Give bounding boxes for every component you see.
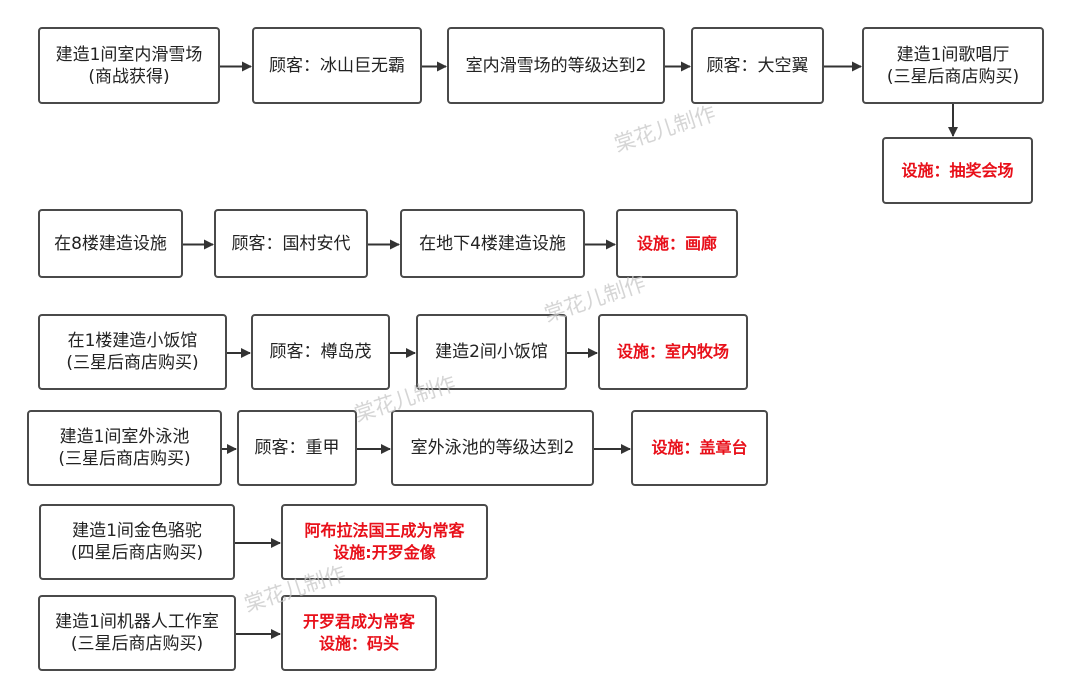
step-node: 建造1间歌唱厅(三星后商店购买) [862, 27, 1044, 104]
step-node: 室外泳池的等级达到2 [391, 410, 594, 486]
step-node: 在1楼建造小饭馆(三星后商店购买) [38, 314, 227, 390]
node-text-line: 建造1间室外泳池 [59, 427, 190, 447]
node-text-line: 开罗君成为常客 [302, 612, 415, 631]
step-node: 顾客：大空翼 [691, 27, 824, 104]
node-text-line: 设施：室内牧场 [616, 342, 729, 361]
node-text-line: 建造2间小饭馆 [435, 342, 548, 362]
node-text-line: 顾客：国村安代 [231, 233, 351, 254]
node-text-line: 建造1间机器人工作室 [55, 612, 219, 632]
step-node: 建造1间室内滑雪场(商战获得) [38, 27, 220, 104]
node-text-line: 设施：盖章台 [651, 438, 748, 457]
node-text-line: 顾客：重甲 [254, 438, 340, 458]
result-node: 阿布拉法国王成为常客设施:开罗金像 [281, 504, 488, 580]
step-node: 建造1间室外泳池(三星后商店购买) [27, 410, 222, 486]
result-node: 设施：室内牧场 [598, 314, 748, 390]
step-node: 顾客：国村安代 [214, 209, 368, 278]
node-text-line: 设施：画廊 [636, 233, 717, 253]
step-node: 在地下4楼建造设施 [400, 209, 585, 278]
node-text-line: 顾客：冰山巨无霸 [269, 55, 405, 76]
node-text-line: (三星后商店购买) [58, 449, 191, 469]
result-node: 设施：抽奖会场 [882, 137, 1033, 204]
node-text-line: 设施:开罗金像 [333, 543, 436, 562]
node-text-line: 建造1间歌唱厅 [896, 44, 1010, 65]
step-node: 室内滑雪场的等级达到2 [447, 27, 665, 104]
node-text-line: (三星后商店购买) [70, 634, 204, 654]
node-text-line: 室外泳池的等级达到2 [410, 438, 575, 458]
step-node: 在8楼建造设施 [38, 209, 183, 278]
node-text-line: (商战获得) [88, 66, 170, 87]
node-text-line: 建造1间金色骆驼 [72, 521, 202, 541]
node-text-line: 建造1间室内滑雪场 [55, 44, 203, 65]
node-text-line: 室内滑雪场的等级达到2 [465, 55, 647, 76]
node-text-line: (四星后商店购买) [70, 543, 204, 563]
node-text-line: 在地下4楼建造设施 [419, 233, 566, 254]
node-text-line: (三星后商店购买) [66, 353, 199, 373]
result-node: 设施：画廊 [616, 209, 738, 278]
step-node: 建造1间机器人工作室(三星后商店购买) [38, 595, 236, 671]
node-text-line: 设施：抽奖会场 [901, 160, 1014, 180]
node-text-line: 顾客：樽岛茂 [269, 342, 372, 362]
step-node: 顾客：重甲 [237, 410, 357, 486]
node-text-line: 在8楼建造设施 [54, 233, 167, 254]
node-text-line: 设施：码头 [318, 634, 399, 653]
step-node: 顾客：樽岛茂 [251, 314, 390, 390]
node-text-line: 在1楼建造小饭馆 [67, 331, 198, 351]
step-node: 建造1间金色骆驼(四星后商店购买) [39, 504, 235, 580]
result-node: 开罗君成为常客设施：码头 [281, 595, 437, 671]
node-text-line: 顾客：大空翼 [706, 55, 809, 76]
result-node: 设施：盖章台 [631, 410, 768, 486]
step-node: 建造2间小饭馆 [416, 314, 567, 390]
node-text-line: 阿布拉法国王成为常客 [304, 521, 465, 540]
step-node: 顾客：冰山巨无霸 [252, 27, 422, 104]
node-text-line: (三星后商店购买) [886, 66, 1020, 87]
